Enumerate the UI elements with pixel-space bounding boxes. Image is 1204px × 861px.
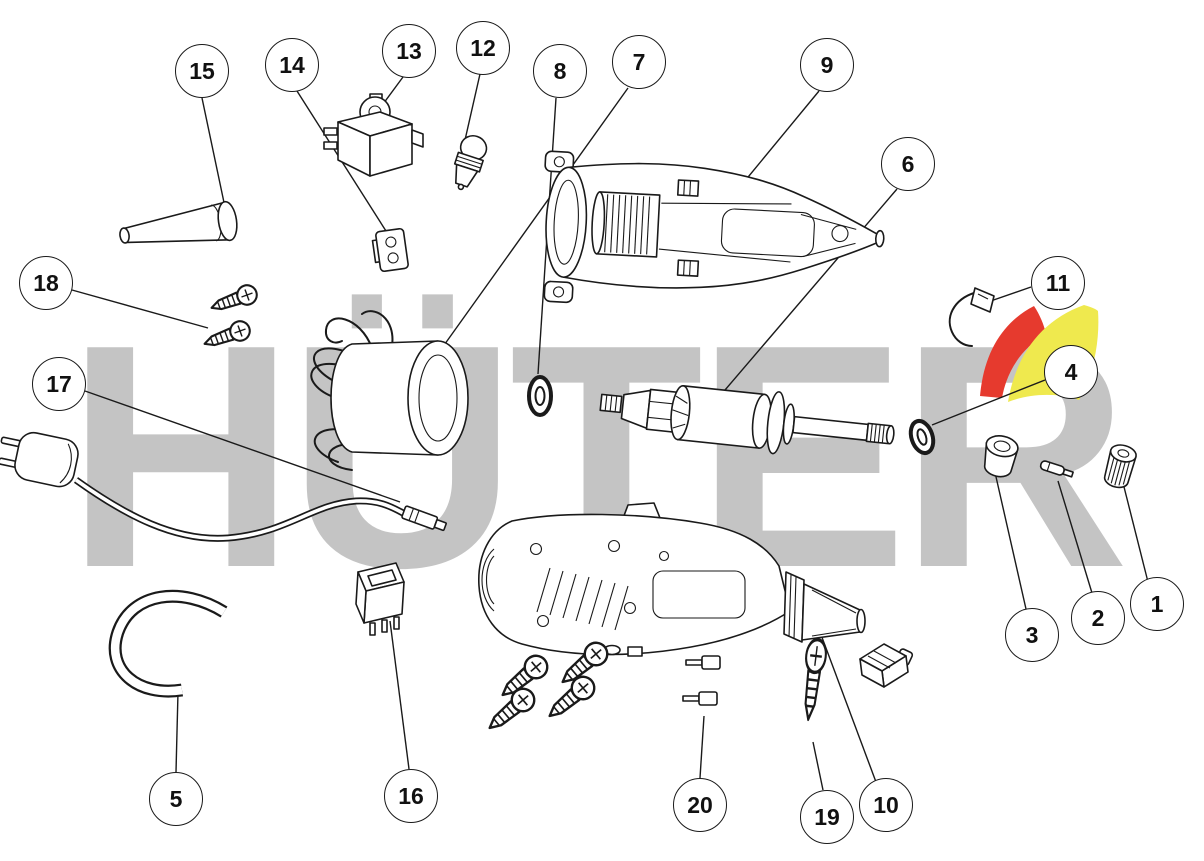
leader-line-2 (1057, 480, 1093, 594)
part-bearing-cap (983, 435, 1019, 478)
part-rotor (599, 385, 895, 455)
callout-20: 20 (673, 778, 727, 832)
leader-line-9 (743, 90, 820, 183)
part-slide-switch (859, 643, 914, 688)
leader-line-15 (201, 97, 227, 213)
part-collet-nut (1103, 444, 1137, 489)
leader-line-1 (1120, 474, 1149, 583)
callout-4: 4 (1044, 345, 1098, 399)
callout-18: 18 (19, 256, 73, 310)
leader-line-16 (389, 620, 410, 770)
part-power-switch (355, 562, 405, 636)
leader-line-19 (812, 741, 824, 791)
part-washer-4 (908, 418, 936, 456)
callout-9: 9 (800, 38, 854, 92)
callout-16: 16 (384, 769, 438, 823)
leader-line-12 (464, 73, 481, 141)
part-pin (1039, 460, 1074, 478)
part-stator (310, 310, 469, 471)
leader-line-20 (699, 715, 705, 779)
part-lamp (453, 134, 488, 191)
leader-line-6 (724, 188, 898, 391)
callout-7: 7 (612, 35, 666, 89)
callout-15: 15 (175, 44, 229, 98)
callout-12: 12 (456, 21, 510, 75)
callout-3: 3 (1005, 608, 1059, 662)
leader-line-17 (84, 390, 401, 503)
part-cone-handle (119, 200, 238, 244)
callout-8: 8 (533, 44, 587, 98)
part-upper-housing (543, 150, 885, 304)
leader-line-10 (819, 631, 877, 783)
part-washer-8 (527, 375, 553, 417)
callout-13: 13 (382, 24, 436, 78)
part-screw-19 (796, 636, 830, 723)
callout-6: 6 (881, 137, 935, 191)
part-brush-hook (948, 287, 995, 347)
part-screws-18 (200, 281, 261, 355)
leader-lines (71, 73, 1149, 791)
callout-1: 1 (1130, 577, 1184, 631)
leader-line-18 (71, 289, 209, 329)
part-lower-housing (478, 502, 866, 657)
callout-14: 14 (265, 38, 319, 92)
leader-line-4 (931, 379, 1046, 426)
leader-line-3 (993, 467, 1027, 610)
callout-2: 2 (1071, 591, 1125, 645)
part-terminals (682, 655, 721, 706)
leader-line-7 (431, 87, 629, 363)
callout-17: 17 (32, 357, 86, 411)
part-bracket (371, 227, 409, 273)
part-switch-block (323, 93, 424, 177)
callout-5: 5 (149, 772, 203, 826)
callout-19: 19 (800, 790, 854, 844)
callout-11: 11 (1031, 256, 1085, 310)
part-housing-screws (481, 636, 614, 738)
part-spring-clip (108, 589, 228, 698)
leader-line-5 (175, 691, 179, 773)
part-power-cord (0, 431, 447, 542)
callout-10: 10 (859, 778, 913, 832)
